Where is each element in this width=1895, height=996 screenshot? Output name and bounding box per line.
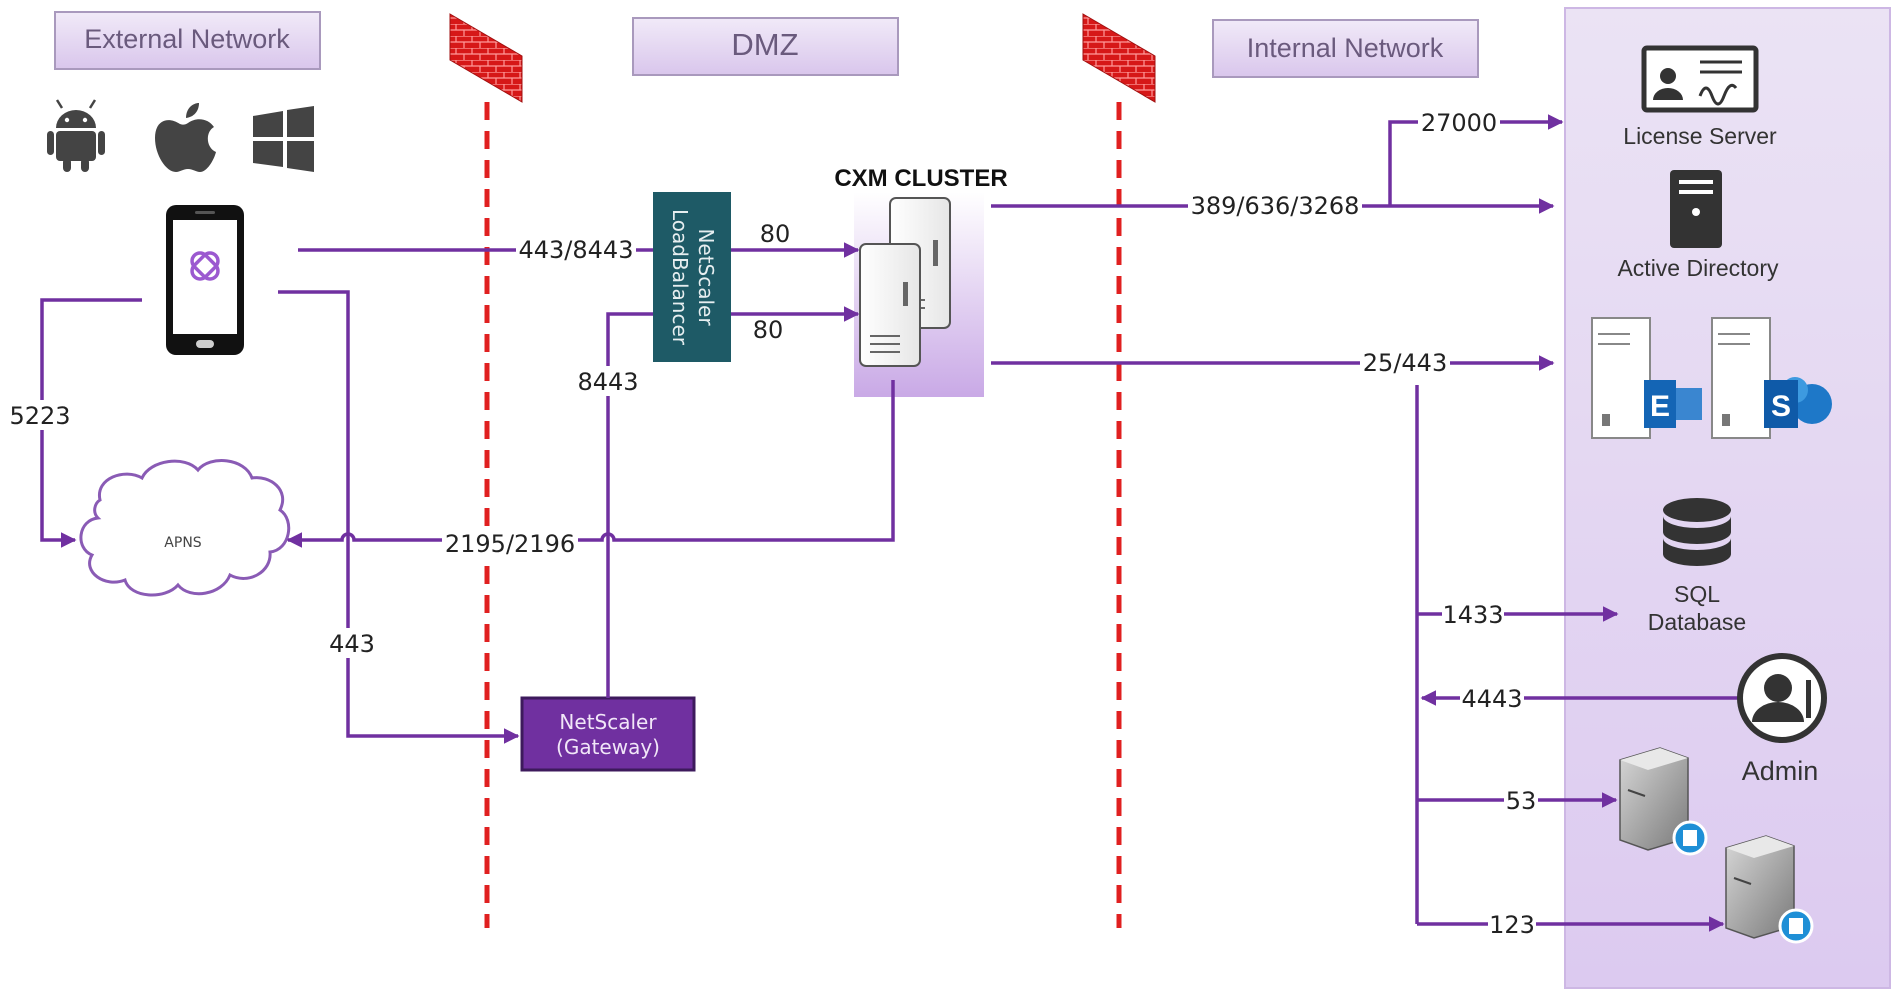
flow-cluster-to-apns xyxy=(286,380,895,548)
active-directory-label: Active Directory xyxy=(1617,255,1779,281)
exchange-logo-icon: E xyxy=(1644,380,1702,428)
license-server: License Server xyxy=(1623,45,1777,149)
cloud-icon xyxy=(79,459,291,597)
zone-label-dmz: DMZ xyxy=(731,27,798,62)
loadbalancer-label-2: LoadBalancer xyxy=(668,209,692,346)
zone-label-internal: Internal Network xyxy=(1247,33,1444,63)
apns-cloud: APNS xyxy=(79,459,291,597)
cluster-title: CXM CLUSTER xyxy=(834,165,1007,192)
svg-text:E: E xyxy=(1650,390,1670,423)
flow-to-license xyxy=(1388,114,1564,206)
cxm-cluster: CXM CLUSTER xyxy=(834,165,1008,397)
ntp-server xyxy=(1725,835,1814,944)
firewall-brick-icon xyxy=(1082,13,1156,103)
firewall-right xyxy=(1082,13,1156,928)
sql-label-2: Database xyxy=(1648,609,1746,635)
port-label: 389/636/3268 xyxy=(1191,192,1360,220)
port-label: 2195/2196 xyxy=(445,530,575,558)
server-icon xyxy=(859,243,921,367)
flow-gateway-to-lb xyxy=(606,312,653,698)
gateway-label-2: (Gateway) xyxy=(556,735,660,759)
mobile-phone-icon xyxy=(166,205,244,355)
gateway-label-1: NetScaler xyxy=(559,710,657,734)
admin-user-icon xyxy=(1737,653,1827,743)
port-label: 4443 xyxy=(1461,685,1522,713)
sharepoint-logo-icon: S xyxy=(1764,377,1832,428)
dns-server xyxy=(1619,747,1708,856)
port-label: 443/8443 xyxy=(519,236,634,264)
internal-services-panel xyxy=(1564,7,1891,989)
tower-server-icon xyxy=(1725,835,1814,944)
svg-text:S: S xyxy=(1771,390,1791,423)
flow-phone-to-gateway xyxy=(278,290,520,744)
zone-internal-network: Internal Network xyxy=(1212,19,1479,78)
tower-server-icon xyxy=(1670,170,1722,248)
firewall-brick-icon xyxy=(449,13,523,103)
windows-icon xyxy=(253,106,314,172)
port-label: 123 xyxy=(1489,911,1535,939)
port-label: 53 xyxy=(1506,787,1537,815)
port-labels: 443/8443 80 80 8443 5223 2195/2196 443 2… xyxy=(8,108,1538,940)
port-label: 27000 xyxy=(1421,109,1497,137)
port-label: 443 xyxy=(329,630,375,658)
sql-label-1: SQL xyxy=(1674,581,1720,607)
apple-icon xyxy=(155,103,216,172)
server-icon xyxy=(1591,317,1651,439)
netscaler-loadbalancer: NetScaler LoadBalancer xyxy=(653,192,731,362)
license-server-label: License Server xyxy=(1623,123,1777,149)
port-label: 1433 xyxy=(1442,601,1503,629)
admin: Admin xyxy=(1737,653,1827,786)
tower-server-icon xyxy=(1619,747,1708,856)
sharepoint-server: S xyxy=(1711,317,1832,439)
zone-dmz: DMZ xyxy=(632,17,899,76)
database-icon xyxy=(1663,498,1731,566)
port-label: 80 xyxy=(753,316,784,344)
firewall-left xyxy=(449,13,523,928)
android-icon xyxy=(47,99,105,172)
sql-database: SQL Database xyxy=(1648,498,1746,635)
zone-external-network: External Network xyxy=(54,11,321,70)
license-certificate-icon xyxy=(1641,45,1759,113)
server-icon xyxy=(1711,317,1771,439)
port-label: 8443 xyxy=(577,368,638,396)
active-directory: Active Directory xyxy=(1617,170,1779,281)
admin-label: Admin xyxy=(1742,756,1819,786)
port-label: 80 xyxy=(760,220,791,248)
apns-label: APNS xyxy=(164,535,201,551)
netscaler-gateway: NetScaler (Gateway) xyxy=(520,696,696,772)
port-label: 5223 xyxy=(9,402,70,430)
zone-label-external: External Network xyxy=(84,24,290,54)
loadbalancer-label-1: NetScaler xyxy=(694,228,718,326)
exchange-server: E xyxy=(1591,317,1702,439)
port-label: 25/443 xyxy=(1363,349,1447,377)
